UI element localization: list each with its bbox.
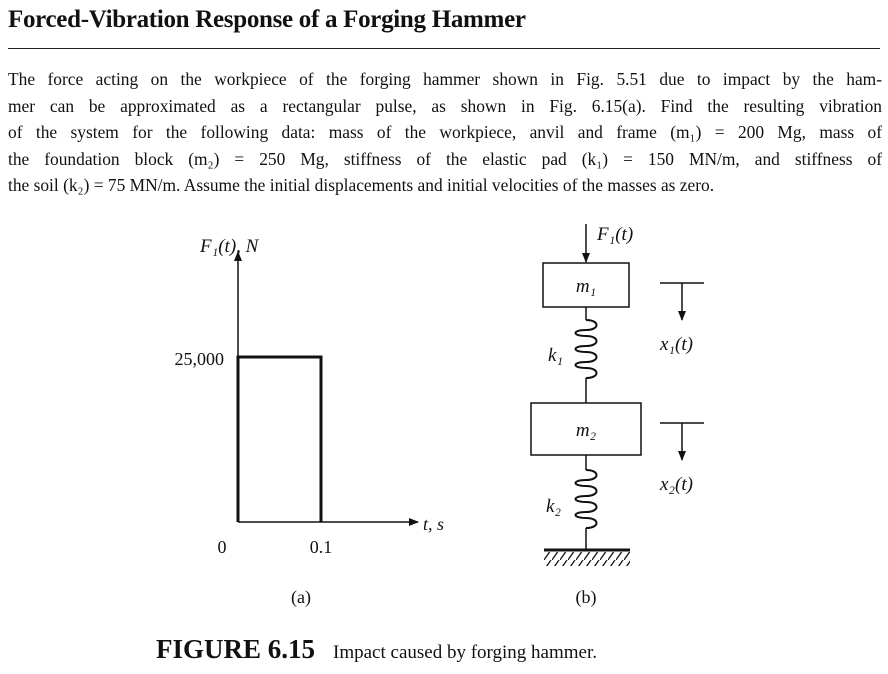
x-tick-label-1: 0.1 xyxy=(310,537,333,557)
problem-line-4: the foundation block (m₂) = 250 Mg, stif… xyxy=(8,148,882,169)
spring-1 xyxy=(574,307,598,403)
pulse-plot: F₁(t), N 25,000 0 0.1 t, s (a) xyxy=(175,236,445,608)
pulse-series-line xyxy=(236,355,323,522)
figure-caption-text: Impact caused by forging hammer. xyxy=(333,642,598,663)
figure-number: FIGURE 6.15 xyxy=(156,634,316,664)
spring-2-coil xyxy=(574,469,598,529)
spring-1-label: k₁ xyxy=(548,345,563,366)
mass-spring-system: F₁(t) m₁ k₁ m₂ k₂ x₁(t) x₂(t) (b) xyxy=(530,224,704,608)
x-tick-label-0: 0 xyxy=(218,537,227,557)
y-tick-label: 25,000 xyxy=(175,349,225,369)
figure-b-sublabel: (b) xyxy=(576,587,597,608)
figure-a-sublabel: (a) xyxy=(291,587,311,608)
figure-caption: FIGURE 6.15 Impact caused by forging hamm… xyxy=(156,634,597,665)
mass-2-block xyxy=(530,402,642,456)
problem-line-3: of the system for the following data: ma… xyxy=(8,122,882,142)
mass-2-label: m₂ xyxy=(576,420,597,441)
section-title: Forced-Vibration Response of a Forging H… xyxy=(8,6,526,33)
mass-1-label: m₁ xyxy=(576,276,596,297)
spring-2 xyxy=(574,455,598,549)
y-axis-label: F₁(t), N xyxy=(199,236,260,257)
spring-1-coil xyxy=(574,319,598,379)
x2-label: x₂(t) xyxy=(659,474,693,495)
x-axis-label: t, s xyxy=(423,514,444,534)
spring-2-label: k₂ xyxy=(546,496,561,517)
ground-hatch xyxy=(544,552,630,566)
force-label: F₁(t) xyxy=(596,224,633,245)
mass-1-block xyxy=(542,262,630,308)
title-rule xyxy=(8,48,880,49)
problem-statement: The force acting on the workpiece of the… xyxy=(8,66,882,199)
x1-label: x₁(t) xyxy=(659,334,693,355)
problem-line-2: mer can be approximated as a rectangular… xyxy=(8,95,882,116)
problem-line-5: the soil (k₂) = 75 MN/m. Assume the init… xyxy=(8,175,715,195)
problem-line-1: The force acting on the workpiece of the… xyxy=(8,69,882,89)
